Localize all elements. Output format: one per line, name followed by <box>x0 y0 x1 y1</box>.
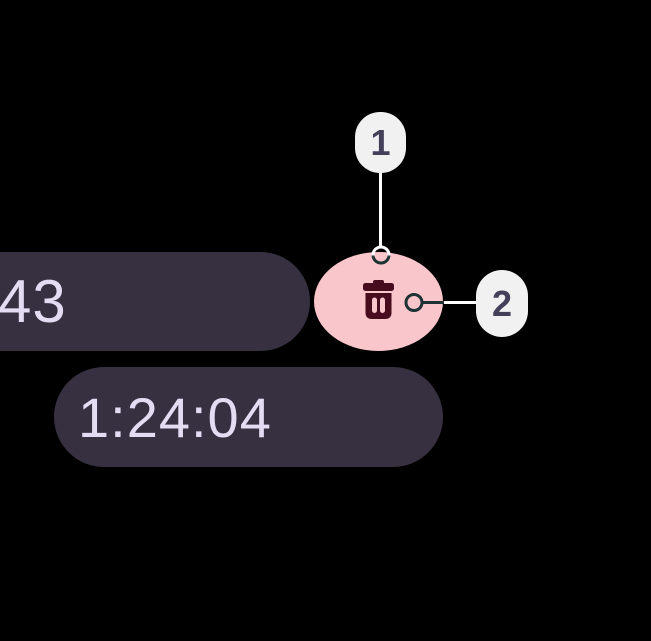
callout-badge-2: 2 <box>476 270 528 337</box>
callout-2-label: 2 <box>491 282 513 324</box>
callout-1-label: 1 <box>370 121 391 163</box>
callout-badge-1: 1 <box>355 112 406 173</box>
duration-label: 1:24:04 <box>78 385 272 449</box>
elapsed-time-label: 43 <box>0 268 67 335</box>
elapsed-time-chip: 43 <box>0 252 310 351</box>
trash-icon <box>361 280 396 323</box>
delete-button[interactable] <box>314 252 443 351</box>
duration-chip: 1:24:04 <box>54 367 443 467</box>
